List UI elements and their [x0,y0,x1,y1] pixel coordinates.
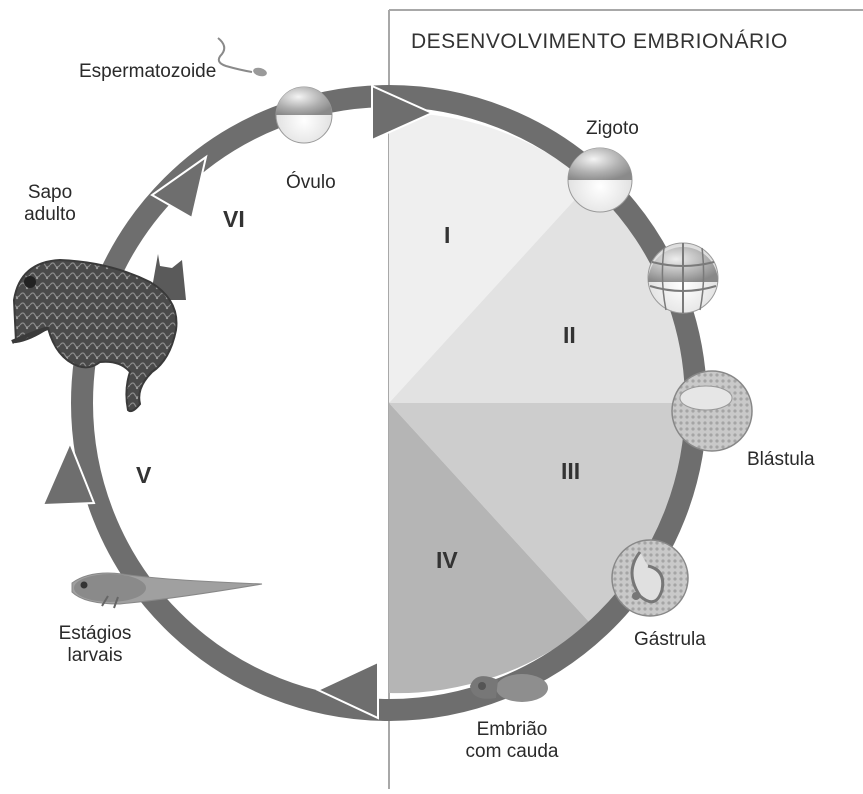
tailed-embryo-icon [470,674,548,702]
label-sapo-line1: Sapo [27,182,73,203]
arrow-upper-left [150,154,208,220]
egg-icon [275,86,333,144]
phase-III: III [561,458,581,484]
blastula-icon [671,370,753,452]
sector-IV [389,403,590,694]
tadpole-icon [71,572,263,609]
frog-icon [11,254,186,413]
label-embriao: Embrião com cauda [452,719,572,763]
panel-title: DESENVOLVIMENTO EMBRIONÁRIO [411,30,788,53]
gastrula-icon [611,539,689,617]
arrow-bottom [315,660,379,720]
label-sapo-line2: adulto [24,204,76,225]
label-larvais-line2: larvais [67,645,123,666]
label-embriao-line2: com cauda [465,741,559,762]
label-blastula: Blástula [747,449,815,470]
phase-II: II [563,322,576,348]
arrow-top [371,84,435,142]
label-espermatozoide: Espermatozoide [79,61,217,82]
label-gastrula: Gástrula [634,629,706,650]
label-zigoto: Zigoto [586,118,639,139]
arrow-left [41,440,96,507]
label-larvais-line1: Estágios [58,623,132,644]
phase-VI: VI [223,206,245,232]
label-estagios-larvais: Estágios larvais [40,623,150,667]
zygote-icon [567,147,633,213]
sperm-icon [217,37,267,77]
cleavage-embryo-icon [647,242,719,314]
sector-II [389,183,689,403]
sector-I [389,112,590,403]
label-embriao-line1: Embrião [476,719,548,740]
phase-V: V [136,462,152,488]
phase-IV: IV [436,547,458,573]
label-sapo-adulto: Sapo adulto [10,182,90,226]
label-ovulo: Óvulo [286,172,336,193]
phase-I: I [444,222,451,248]
